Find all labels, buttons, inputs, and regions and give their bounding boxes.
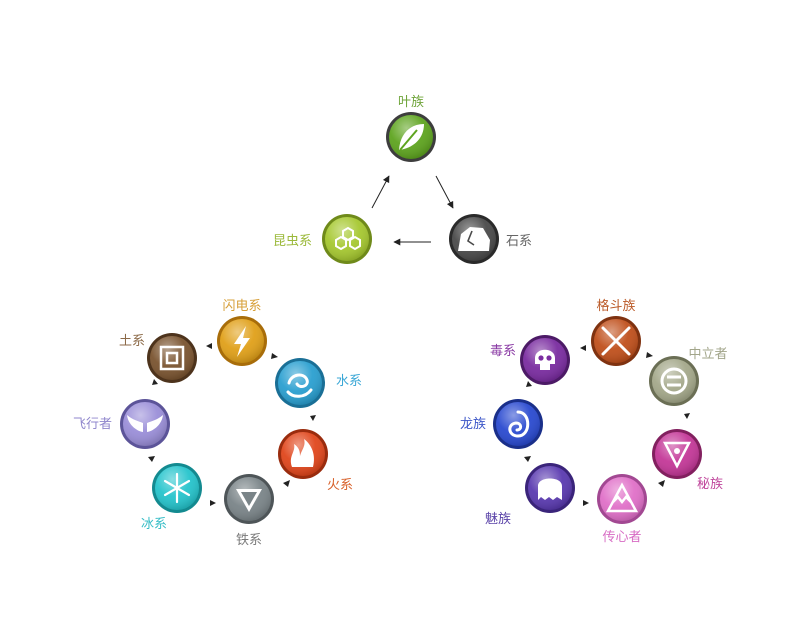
- type-node-ice[interactable]: 冰系: [141, 463, 202, 532]
- left-ring-arrows: [148, 343, 316, 506]
- type-label-electric: 闪电系: [222, 299, 261, 314]
- equals-circle-icon: [660, 367, 688, 395]
- type-node-leaf[interactable]: 叶族: [386, 94, 436, 162]
- eye-triangle-icon: [662, 441, 692, 469]
- type-node-legend[interactable]: 传心者: [597, 474, 647, 545]
- type-node-earth[interactable]: 土系: [119, 333, 197, 383]
- type-label-iron: 铁系: [236, 533, 262, 548]
- skull-icon: [535, 349, 555, 370]
- type-node-insect[interactable]: 昆虫系: [273, 214, 372, 264]
- arrow-legend-to-ghost: [583, 500, 589, 506]
- type-label-rock: 石系: [506, 234, 532, 249]
- arrow-ice-to-flying: [148, 456, 155, 462]
- square-earth-icon: [159, 345, 185, 371]
- arrow-insect-to-leaf: [371, 175, 390, 209]
- snowflake-icon: [163, 472, 191, 504]
- crossed-swords-icon: [601, 326, 631, 356]
- type-label-ghost: 魅族: [485, 511, 511, 527]
- arrow-iron-to-ice: [210, 500, 216, 506]
- arrow-dragon-to-poison: [526, 381, 532, 387]
- arrow-poison-to-fighting: [580, 345, 586, 351]
- type-node-iron[interactable]: 铁系: [224, 474, 274, 548]
- leaf-icon: [399, 124, 424, 151]
- type-label-fighting: 格斗族: [596, 298, 635, 314]
- type-node-fire[interactable]: 火系: [278, 429, 353, 493]
- type-label-dragon: 龙族: [460, 416, 486, 432]
- type-label-neutral: 中立者: [688, 347, 727, 362]
- ghost-icon: [538, 478, 562, 500]
- arrow-ghost-to-dragon: [524, 456, 531, 462]
- rock-icon: [458, 227, 490, 251]
- flame-icon: [290, 439, 314, 467]
- arrow-leaf-to-rock: [435, 175, 454, 209]
- type-label-fire: 火系: [327, 478, 353, 493]
- type-node-ghost[interactable]: 魅族: [485, 463, 575, 527]
- arrow-fire-to-iron: [283, 480, 290, 487]
- tri-wave-icon: [605, 482, 639, 513]
- arrow-mystic-to-legend: [658, 480, 665, 487]
- arrow-earth-to-electric: [206, 343, 212, 349]
- wings-icon: [127, 415, 163, 432]
- type-label-water: 水系: [336, 374, 362, 389]
- type-node-dragon[interactable]: 龙族: [460, 399, 543, 449]
- type-label-ice: 冰系: [141, 517, 167, 532]
- type-node-neutral[interactable]: 中立者: [649, 347, 728, 406]
- type-label-legend: 传心者: [602, 530, 641, 545]
- swirl-icon: [508, 410, 530, 438]
- type-label-insect: 昆虫系: [273, 234, 312, 249]
- type-label-mystic: 秘族: [697, 476, 723, 492]
- arrow-water-to-fire: [310, 415, 316, 421]
- type-label-earth: 土系: [119, 334, 145, 349]
- arrow-electric-to-water: [271, 353, 278, 359]
- arrow-fighting-to-neutral: [646, 352, 653, 358]
- arrow-neutral-to-mystic: [684, 413, 690, 419]
- type-node-poison[interactable]: 毒系: [490, 335, 570, 385]
- type-label-leaf: 叶族: [398, 94, 424, 110]
- arrow-flying-to-earth: [152, 379, 158, 385]
- honeycomb-icon: [335, 226, 361, 251]
- type-node-rock[interactable]: 石系: [449, 214, 532, 264]
- wave-icon: [286, 373, 313, 398]
- type-node-water[interactable]: 水系: [275, 358, 362, 408]
- triangle-iron-icon: [236, 489, 262, 512]
- type-label-poison: 毒系: [490, 344, 516, 359]
- lightning-icon: [234, 326, 250, 357]
- type-node-mystic[interactable]: 秘族: [652, 429, 723, 492]
- type-node-fighting[interactable]: 格斗族: [591, 298, 641, 366]
- type-label-flying: 飞行者: [73, 417, 112, 432]
- type-node-electric[interactable]: 闪电系: [217, 299, 267, 366]
- right-ring-arrows: [524, 345, 690, 506]
- type-node-flying[interactable]: 飞行者: [73, 399, 170, 449]
